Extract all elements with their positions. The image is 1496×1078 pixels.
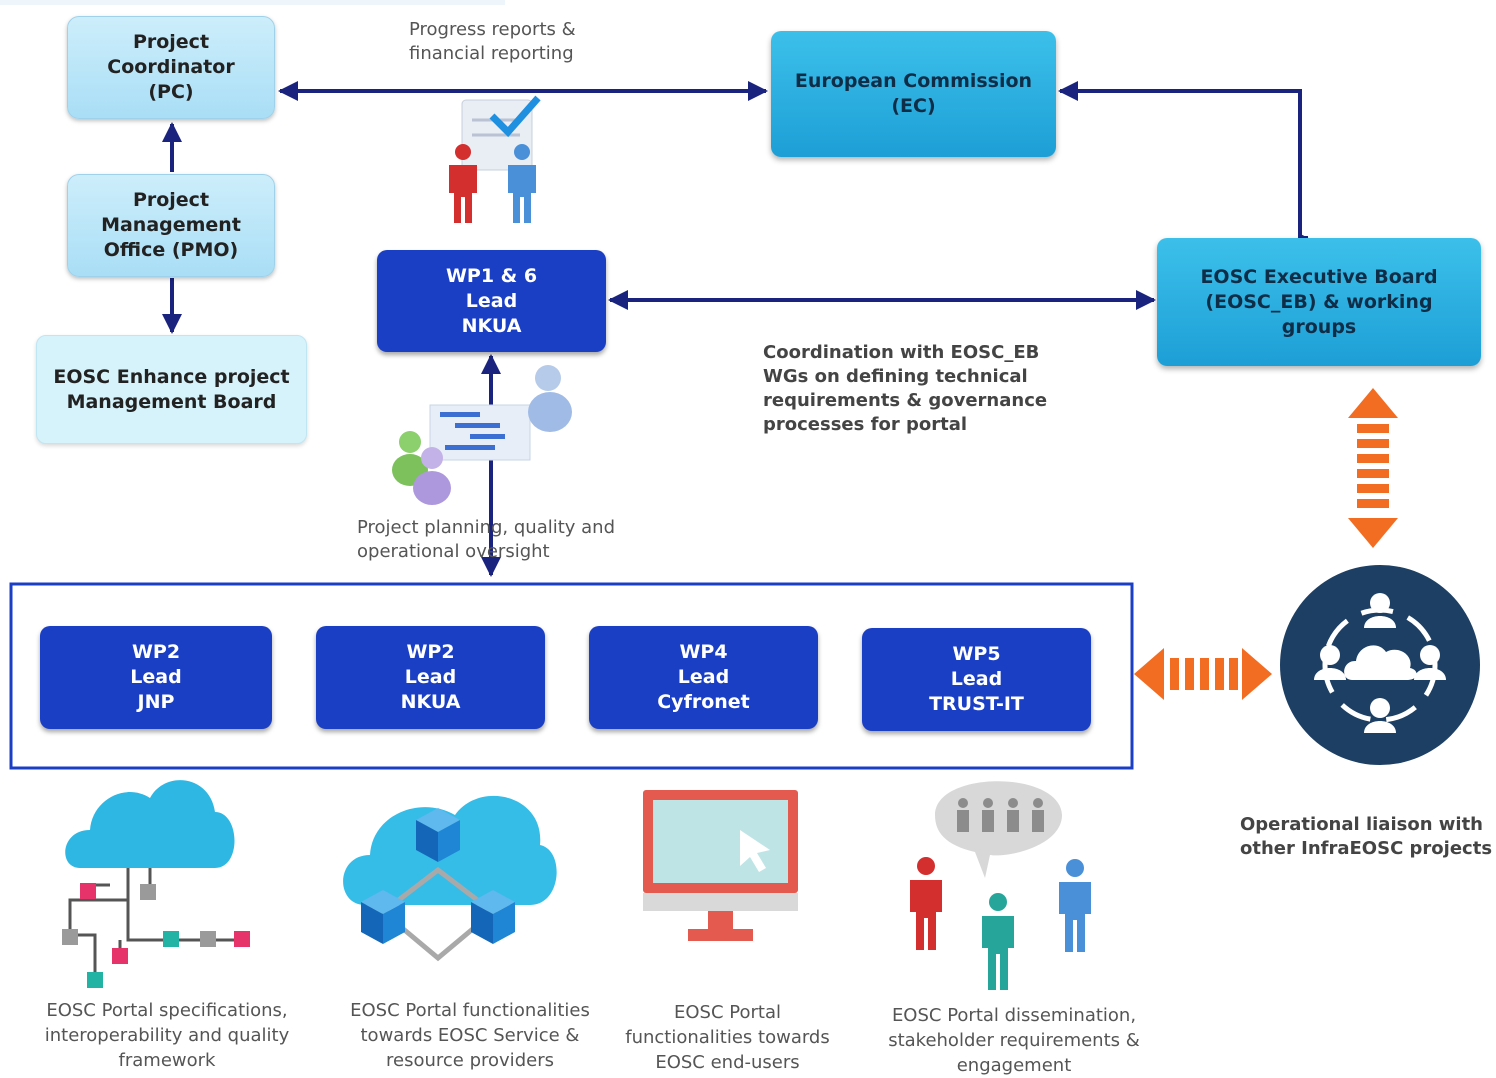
community-network-icon [1280, 565, 1480, 765]
wp2-nkua-box: WP2 Lead NKUA [316, 626, 545, 729]
caption-specifications: EOSC Portal specifications, interoperabi… [44, 1000, 290, 1071]
caption-end-users: EOSC Portal functionalities towards EOSC… [625, 1002, 830, 1073]
eosc-executive-board-box: EOSC Executive Board (EOSC_EB) & working… [1157, 238, 1481, 366]
planning-label: Project planning, quality and operationa… [357, 517, 616, 562]
cloud-network-icon [62, 780, 250, 988]
stakeholder-crowd-icon [910, 781, 1091, 990]
wp1-6-lead-box: WP1 & 6 Lead NKUA [377, 250, 606, 352]
liaison-label: Operational liaison with other InfraEOSC… [1240, 814, 1493, 859]
coordination-label: Coordination with EOSC_EB WGs on definin… [763, 342, 1048, 435]
people-checkmark-icon [449, 95, 541, 223]
monitor-cursor-icon [643, 790, 798, 941]
wp-container [9, 582, 1134, 770]
arrow-eb-ec [1058, 81, 1308, 240]
orange-horizontal-arrow [1134, 648, 1272, 700]
wp5-trust-it-box: WP5 Lead TRUST-IT [862, 628, 1091, 731]
top-strip [0, 0, 505, 5]
project-coordinator-box: Project Coordinator (PC) [67, 16, 275, 119]
european-commission-box: European Commission (EC) [771, 31, 1056, 157]
wp4-cyfronet-box: WP4 Lead Cyfronet [589, 626, 818, 729]
wp2-jnp-box: WP2 Lead JNP [40, 626, 272, 729]
progress-reports-label: Progress reports & financial reporting [409, 19, 576, 64]
planning-chart-icon [392, 365, 572, 505]
orange-vertical-arrow [1348, 388, 1398, 548]
caption-dissemination: EOSC Portal dissemination, stakeholder r… [888, 1005, 1140, 1076]
pmo-box: Project Management Office (PMO) [67, 174, 275, 277]
management-board-box: EOSC Enhance project Management Board [36, 335, 307, 444]
cloud-cubes-icon [343, 795, 557, 962]
caption-providers: EOSC Portal functionalities towards EOSC… [350, 1000, 590, 1071]
